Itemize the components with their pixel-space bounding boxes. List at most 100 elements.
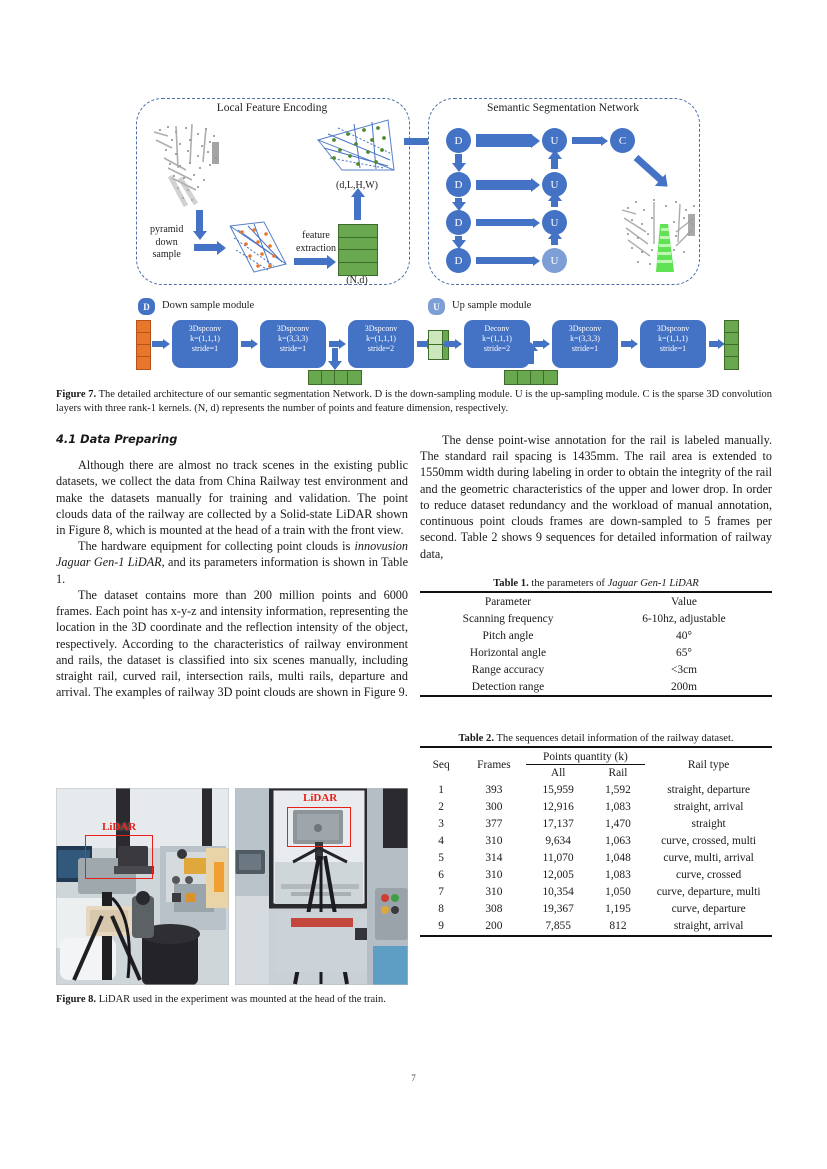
up-conv-block-2: 3Dspconv k=(3,3,3) stride=1	[552, 320, 618, 368]
arrow-up-in	[444, 341, 456, 347]
table-2-cell-points-rail: 1,050	[605, 886, 631, 898]
table-2-cell-points-all: 7,855	[525, 917, 591, 937]
figure-7-caption: Figure 7. The detailed architecture of o…	[56, 388, 772, 416]
table-1-cell-value: 6-10hz, adjustable	[642, 612, 726, 625]
arrow-up-branch	[528, 350, 534, 364]
arrow-down-out	[417, 341, 428, 347]
node-up-4: U	[542, 248, 567, 273]
up-conv-block-3: 3Dspconv k=(1,1,1) stride=1	[640, 320, 706, 368]
up-output-tensor	[724, 320, 739, 370]
figure-8-photos: LiDAR	[56, 788, 408, 985]
table-2-header-group-row: Seq Frames Points quantity (k) Rail type	[420, 747, 772, 771]
up-branch-tensor	[504, 370, 558, 385]
table-1-cell-param: Horizontal angle	[469, 646, 547, 659]
node-down-4: D	[446, 248, 471, 273]
table-1-caption: Table 1. the parameters of Jaguar Gen-1 …	[420, 578, 772, 589]
paragraph-hardware-part2: , and its parameters information is show…	[56, 555, 408, 586]
table-2-cell-seq: 4	[438, 835, 444, 847]
right-text-column: The dense point-wise annotation for the …	[420, 432, 772, 562]
table-2-cell-rail-type: curve, departure, multi	[656, 886, 761, 898]
arrow-down-branch	[332, 348, 338, 362]
table-2-cell-rail-type: straight, arrival	[645, 917, 772, 937]
arrow-up-b1-b2	[533, 341, 544, 347]
table-2-cell-rail-type: curve, departure	[671, 903, 746, 915]
arrow-skip-3	[476, 219, 534, 226]
left-text-column: 4.1 Data Preparing Although there are al…	[56, 432, 408, 700]
table-2-cell-points-all: 19,367	[542, 903, 574, 915]
arrow-down-d3-d4	[455, 236, 462, 241]
table-2-header-rail-type: Rail type	[687, 758, 730, 771]
arrow-up-u4-u3	[551, 238, 558, 245]
table-2-cell-points-rail: 1,195	[605, 903, 631, 915]
figure-7-caption-text: The detailed architecture of our semanti…	[56, 389, 772, 414]
arrow-down-b2-b3	[329, 341, 340, 347]
pyramid-down-sample-label: pyramid down sample	[150, 224, 184, 260]
table-1: Parameter Value Scanning frequency 6-10h…	[420, 591, 772, 697]
table-2-cell-frames: 200	[462, 917, 526, 937]
table-2-cell-rail-type: curve, crossed, multi	[661, 835, 757, 847]
table-2-cell-points-rail: 1,048	[605, 852, 631, 864]
table-1-header-row: Parameter Value	[420, 592, 772, 610]
figure-7-diagram: Local Feature Encoding	[128, 92, 739, 387]
table-2-cell-frames: 314	[485, 852, 503, 864]
table-2-cell-seq: 3	[438, 818, 444, 830]
node-up-2: U	[542, 172, 567, 197]
arrow-up-u2-u1	[551, 158, 558, 169]
table-2-header-all: All	[550, 767, 566, 779]
page-number: 7	[411, 1073, 416, 1083]
figure-8-caption: Figure 8. LiDAR used in the experiment w…	[56, 993, 410, 1007]
table-2-cell-frames: 393	[485, 784, 503, 796]
table-2-cell-points-all: 9,634	[545, 835, 571, 847]
arrow-down-pyramid	[196, 210, 203, 232]
paragraph-data-collection: Although there are almost no track scene…	[56, 458, 408, 538]
legend-up-label: Up sample module	[452, 300, 532, 311]
arrow-down-in	[152, 341, 164, 347]
table-row: Detection range 200m	[420, 678, 772, 697]
photo-cab-interior: LiDAR	[56, 788, 229, 985]
figure-8-caption-text: LiDAR used in the experiment was mounted…	[96, 994, 386, 1005]
arrow-skip-2	[476, 180, 532, 190]
node-up-1: U	[542, 128, 567, 153]
arrow-panel-connector	[404, 138, 440, 145]
table-2-header-points-quantity: Points quantity (k)	[525, 747, 646, 765]
table-2-cell-points-all: 15,959	[542, 784, 574, 796]
table-2-cell-rail-type: straight	[691, 818, 726, 830]
table-2-caption: Table 2. The sequences detail informatio…	[420, 733, 772, 744]
node-down-1: D	[446, 128, 471, 153]
feature-matrix-nd	[338, 224, 378, 276]
table-2-cell-points-all: 12,005	[542, 869, 574, 881]
table-2-header-rail: Rail	[608, 767, 628, 779]
table-2-cell-seq: 9	[420, 917, 463, 937]
lidar-highlight-box-left	[85, 835, 153, 879]
arrow-up-out	[709, 341, 719, 347]
table-1-cell-param: Scanning frequency	[462, 612, 554, 625]
legend-up-badge: U	[428, 298, 445, 315]
table-2-cell-seq: 2	[438, 801, 444, 813]
table-2-cell-rail-type: straight, departure	[667, 784, 751, 796]
down-input-tensor	[136, 320, 151, 370]
table-2-header-frames: Frames	[477, 758, 511, 771]
lidar-model-name: innovusion Jaguar Gen-1 LiDAR	[56, 539, 408, 570]
node-down-2: D	[446, 172, 471, 197]
table-2-cell-points-all: 10,354	[542, 886, 574, 898]
table-2-cell-frames: 310	[485, 869, 503, 881]
arrow-right-pyramid	[194, 244, 218, 251]
table-2-cell-points-all: 11,070	[542, 852, 574, 864]
tensor-dlhw-label: (d,L,H,W)	[336, 180, 378, 191]
table-row: Pitch angle 40°	[420, 627, 772, 644]
table-2-cell-rail-type: curve, crossed	[676, 869, 742, 881]
legend-down-label: Down sample module	[162, 300, 255, 311]
table-2-cell-points-all: 17,137	[542, 818, 574, 830]
table-1-container: Table 1. the parameters of Jaguar Gen-1 …	[420, 578, 772, 697]
table-1-cell-param: Detection range	[420, 678, 596, 697]
table-2-header-sub-row: All Rail	[420, 764, 772, 782]
table-2-container: Table 2. The sequences detail informatio…	[420, 733, 772, 937]
node-conv-c: C	[610, 128, 635, 153]
